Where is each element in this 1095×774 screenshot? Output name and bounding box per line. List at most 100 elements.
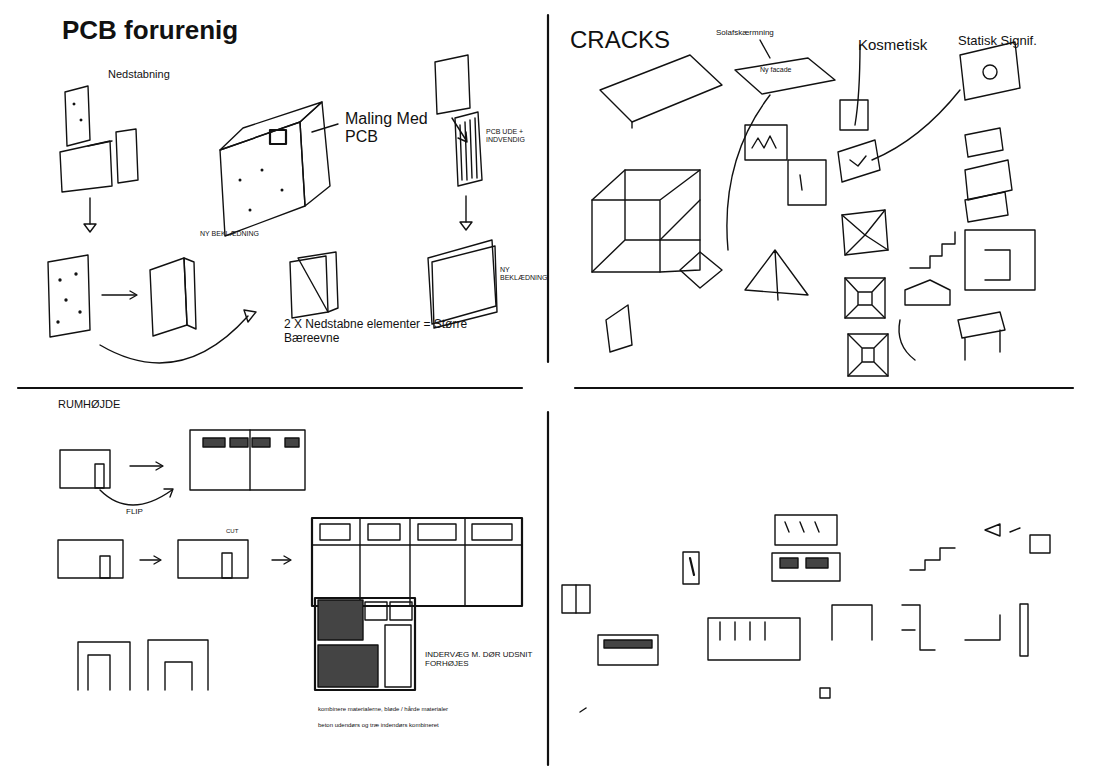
dot — [80, 119, 82, 121]
dot — [261, 169, 263, 171]
sketch-note: beton udendørs og træ indendørs kombiner… — [318, 722, 439, 729]
dot — [249, 209, 251, 211]
wall-elevation — [60, 450, 110, 488]
hatched-panel — [318, 600, 363, 640]
slab-sketch — [735, 58, 835, 94]
door-opening — [148, 640, 208, 690]
frame-sketch — [832, 605, 872, 640]
door-sketch — [95, 464, 104, 488]
arrow-line — [452, 118, 466, 140]
window-sketch — [270, 130, 286, 144]
curved-arrow — [855, 45, 860, 125]
sketch-note: PCB forurenig — [62, 16, 238, 46]
arrow-head — [460, 222, 472, 230]
wall-elevation — [315, 598, 415, 690]
curved-arrow — [100, 316, 248, 363]
box-sketch — [562, 585, 590, 613]
hatched-panel — [318, 645, 378, 687]
sketch-note: Statisk Signif. — [958, 34, 1037, 49]
dot — [59, 279, 61, 281]
dot — [75, 273, 77, 275]
arrow-head — [84, 224, 96, 232]
post-sketch — [1020, 604, 1028, 656]
panel-sketch — [298, 252, 338, 312]
scribble — [850, 156, 866, 166]
scribble — [580, 708, 586, 712]
arrow-head — [284, 556, 291, 564]
wall-elevation — [775, 515, 837, 545]
sketch-note: NY BEKLÆDNING — [500, 266, 544, 282]
arrow-head — [164, 489, 173, 497]
wall-elevation — [598, 635, 658, 665]
wall-elevation — [249, 430, 250, 490]
sketch-note: Maling Med PCB — [345, 110, 437, 147]
arrow-line — [140, 559, 160, 560]
window-sketch — [252, 438, 270, 447]
divider-line — [547, 15, 549, 362]
wall-elevation — [708, 618, 800, 660]
sketch-note: kombinere materialerne, bløde / hårde ma… — [318, 706, 448, 713]
dot — [79, 311, 81, 313]
box-sketch — [606, 305, 632, 352]
box-sketch — [965, 192, 1008, 222]
panel-sketch — [432, 246, 497, 328]
frame-sketch — [965, 615, 1000, 640]
box-sketch — [840, 100, 868, 130]
door-sketch — [100, 556, 110, 578]
hatch — [785, 522, 819, 532]
wall-sketch — [300, 102, 330, 206]
dot — [73, 103, 75, 105]
cube-cluster — [592, 170, 700, 272]
wall-elevation — [312, 518, 522, 606]
window-sketch — [806, 558, 828, 568]
roof-sketch — [680, 252, 722, 288]
box-sketch — [575, 585, 576, 613]
window-sketch — [368, 524, 400, 540]
slab-sketch — [631, 122, 632, 128]
wall-sketch — [220, 122, 305, 236]
divider-line — [575, 387, 1073, 389]
arrow-line — [102, 294, 136, 295]
wall-elevation — [178, 540, 248, 578]
arrow-line — [272, 559, 290, 560]
box-sketch — [905, 280, 950, 305]
sketch-note: CUT — [226, 528, 238, 535]
dot — [281, 189, 283, 191]
scribble — [899, 320, 915, 360]
box-sketch — [848, 334, 888, 376]
panel-sketch — [65, 86, 90, 146]
curved-arrow — [727, 95, 770, 250]
sketch-note: PCB UDE + INDVENDIG — [486, 128, 542, 144]
scribble — [752, 136, 776, 148]
sketch-note: Kosmetisk — [858, 36, 927, 53]
sketch-note: NY BEKLÆDNING — [200, 230, 259, 238]
scribble — [690, 558, 694, 575]
window-sketch — [285, 438, 299, 447]
sketch-note: FLIP — [126, 507, 143, 516]
sketch-note: CRACKS — [570, 26, 670, 54]
stair-sketch — [910, 548, 955, 570]
door-sketch — [385, 625, 411, 687]
circle-sketch — [983, 65, 997, 79]
arrow-head — [244, 310, 256, 322]
window-sketch — [203, 438, 225, 447]
box-sketch — [820, 688, 830, 698]
arrow-head — [156, 462, 163, 470]
wall-sketch — [88, 141, 112, 146]
wall-grid — [312, 518, 522, 606]
hatch — [460, 118, 477, 180]
arrow-line — [465, 196, 466, 222]
slab-sketch — [600, 55, 722, 122]
panel-sketch — [48, 255, 90, 337]
box-sketch — [842, 210, 888, 255]
box-sketch — [838, 140, 880, 182]
scribble — [800, 175, 802, 190]
divider-line — [547, 412, 549, 765]
table-sketch — [958, 312, 1005, 360]
panel-sketch — [455, 112, 482, 186]
box-sketch — [788, 160, 826, 205]
window-sketch — [780, 558, 798, 568]
wall-elevation — [772, 553, 840, 581]
stair-sketch — [910, 232, 955, 268]
